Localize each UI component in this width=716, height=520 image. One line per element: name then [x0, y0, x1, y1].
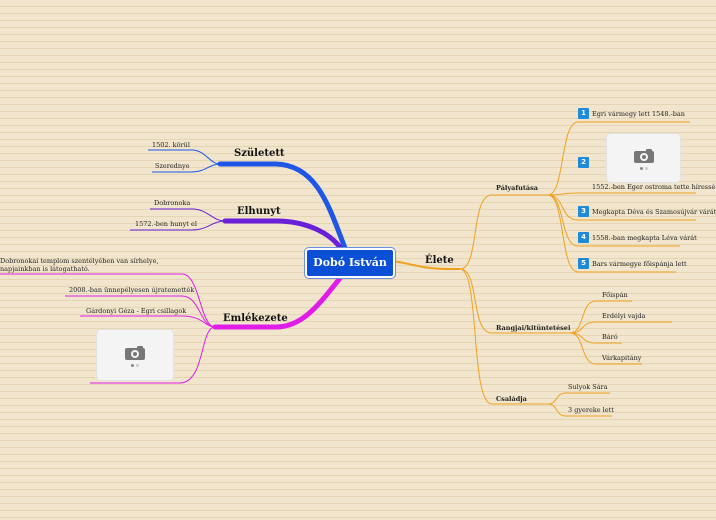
carousel-dots-icon [131, 364, 141, 367]
topic-elhunyt[interactable]: Elhunyt [237, 206, 281, 217]
emlekezete-child-2[interactable]: 2008.-ban ünnepélyesen újratemették [69, 286, 195, 294]
palyafutasa-item-5[interactable]: Bars vármegye főispánja lett [592, 260, 687, 268]
branch-elhunyt [222, 218, 345, 253]
elhunyt-child-1[interactable]: Dobronoka [154, 199, 191, 207]
palyafutasa-item-3[interactable]: Megkapta Déva és Szamosújvár várát [592, 208, 716, 216]
palyafutasa-item-2[interactable]: 1552.-ben Eger ostroma tette híressé [592, 183, 716, 191]
topic-emlekezete[interactable]: Emlékezete [223, 313, 288, 324]
branch-elete [391, 260, 460, 270]
rangjai-item-3[interactable]: Báró [602, 333, 618, 341]
central-topic[interactable]: Dobó István [305, 248, 395, 278]
szuletett-child-2[interactable]: Szerednye [155, 162, 190, 170]
number-badge-4: 4 [578, 232, 589, 243]
topic-rangjai[interactable]: Rangjai/kitüntetései [496, 324, 571, 332]
number-badge-1: 1 [578, 108, 589, 119]
camera-icon [633, 149, 654, 163]
topic-szuletett[interactable]: Született [234, 148, 285, 159]
rangjai-item-2[interactable]: Erdélyi vajda [602, 312, 646, 320]
branch-emlekezete [212, 269, 348, 330]
palyafutasa-item-1[interactable]: Egri vármegy lett 1548.-ban [592, 110, 685, 118]
mind-map-connectors [0, 121, 696, 417]
topic-csaladja[interactable]: Családja [496, 395, 527, 403]
number-badge-3: 3 [578, 206, 589, 217]
image-placeholder-emlekezete[interactable] [96, 329, 174, 381]
emlekezete-child-3[interactable]: Gárdonyi Géza - Egri csillagok [86, 307, 187, 315]
number-badge-2: 2 [578, 157, 589, 168]
camera-icon [125, 346, 145, 360]
palyafutasa-item-4[interactable]: 1558.-ban megkapta Léva várát [592, 234, 697, 242]
image-placeholder-eger[interactable] [606, 133, 681, 183]
elhunyt-child-2[interactable]: 1572.-ben hunyt el [135, 220, 197, 228]
topic-elete[interactable]: Élete [425, 255, 454, 266]
emlekezete-child-1[interactable]: Dobronokai templom szentélyében van sírh… [0, 257, 159, 273]
branch-szuletett [217, 161, 348, 251]
csaladja-item-1[interactable]: Sulyok Sára [568, 383, 608, 391]
szuletett-child-1[interactable]: 1502. körül [152, 141, 190, 149]
rangjai-item-1[interactable]: Főispán [602, 291, 628, 299]
rangjai-item-4[interactable]: Várkapitány [602, 354, 642, 362]
number-badge-5: 5 [578, 258, 589, 269]
csaladja-item-2[interactable]: 3 gyereke lett [568, 406, 614, 414]
carousel-dots-icon [639, 167, 650, 170]
topic-palyafutasa[interactable]: Pályafutása [496, 184, 538, 192]
